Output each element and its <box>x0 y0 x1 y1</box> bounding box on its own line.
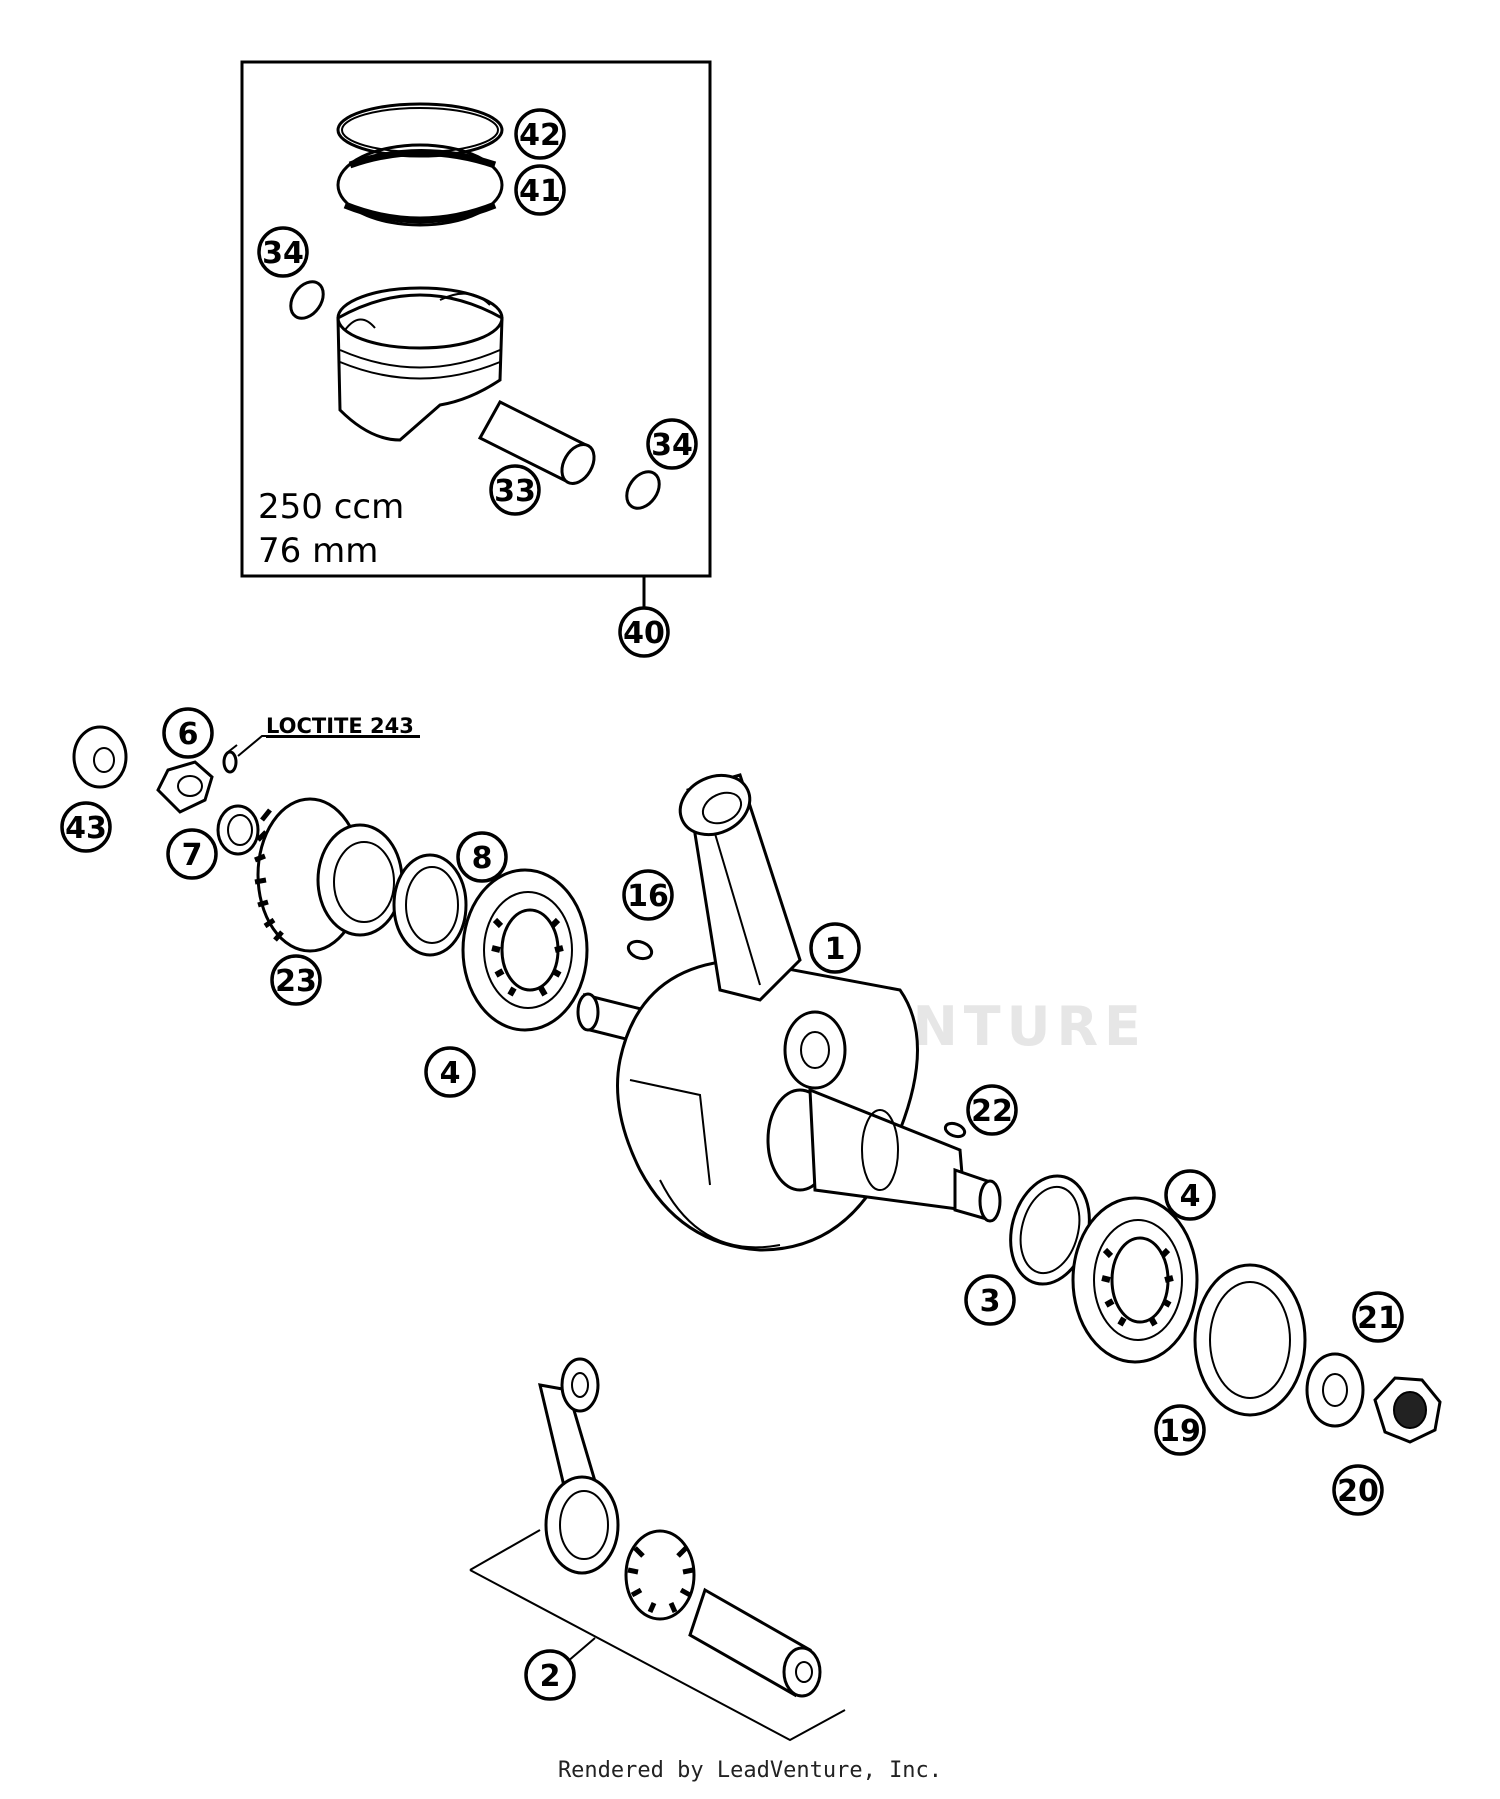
callout-label: 34 <box>651 428 693 463</box>
leader-lines <box>227 744 238 753</box>
piston <box>336 286 504 442</box>
callout-label: 21 <box>1357 1301 1399 1336</box>
key-16 <box>626 939 654 961</box>
callout-label: 7 <box>182 838 203 873</box>
key-22 <box>943 1121 967 1139</box>
callout-c3: 3 <box>964 1274 1016 1326</box>
callout-label: 6 <box>178 717 199 752</box>
piston-ring-second <box>336 143 504 227</box>
callout-label: 41 <box>519 174 561 209</box>
callout-c2: 2 <box>524 1649 576 1701</box>
callout-c33: 33 <box>489 464 541 516</box>
callout-label: 33 <box>494 474 536 509</box>
seal-8 <box>392 853 468 957</box>
callout-label: 42 <box>519 118 561 153</box>
callout-label: 40 <box>623 616 665 651</box>
callout-c6: 6 <box>162 707 214 759</box>
circlip-right <box>625 470 661 510</box>
callout-label: 3 <box>980 1284 1001 1319</box>
circlip-left <box>289 280 325 320</box>
callout-label: 23 <box>275 964 317 999</box>
box-displacement: 250 ccm <box>258 487 404 527</box>
gear-23 <box>254 797 404 953</box>
callout-c34a: 34 <box>257 226 309 278</box>
callout-label: 20 <box>1337 1474 1379 1509</box>
callout-c40: 40 <box>618 606 670 658</box>
callout-c20: 20 <box>1332 1464 1384 1516</box>
callout-label: 34 <box>262 236 304 271</box>
piston-ring-top <box>336 102 504 158</box>
piston-kit-box: 250 ccm 76 mm <box>240 60 712 608</box>
callout-c19: 19 <box>1154 1404 1206 1456</box>
nut-20 <box>1373 1376 1442 1444</box>
seal-19 <box>1193 1263 1307 1417</box>
washer-43 <box>72 725 128 789</box>
callout-label: 22 <box>971 1094 1013 1129</box>
callout-c8: 8 <box>456 831 508 883</box>
callout-label: 19 <box>1159 1414 1201 1449</box>
callout-c4a: 4 <box>424 1046 476 1098</box>
callout-label: 4 <box>1180 1179 1201 1214</box>
callout-c7: 7 <box>166 828 218 880</box>
callout-c4b: 4 <box>1164 1169 1216 1221</box>
callout-label: 8 <box>472 841 493 876</box>
callout-c41: 41 <box>514 164 566 216</box>
callout-label: 1 <box>825 932 846 967</box>
piston-pin <box>477 400 596 485</box>
washer-21 <box>1305 1352 1365 1428</box>
bearing-4-left <box>461 868 589 1032</box>
callout-c16: 16 <box>622 869 674 921</box>
callout-label: 4 <box>440 1056 461 1091</box>
lock-washer-7 <box>216 804 260 856</box>
callout-c21: 21 <box>1352 1291 1404 1343</box>
callout-label: 2 <box>540 1659 561 1694</box>
callout-label: 16 <box>627 879 669 914</box>
bearing-4-right <box>1071 1196 1199 1364</box>
callout-c34b: 34 <box>646 418 698 470</box>
callout-c1: 1 <box>809 922 861 974</box>
loctite-note: LOCTITE 243 <box>266 714 414 738</box>
callout-c42: 42 <box>514 108 566 160</box>
footer-credit: Rendered by LeadVenture, Inc. <box>557 1758 943 1783</box>
callout-c22: 22 <box>966 1084 1018 1136</box>
callout-label: 43 <box>65 811 107 846</box>
callout-c23: 23 <box>270 954 322 1006</box>
key-loctite <box>222 735 420 774</box>
callout-c43: 43 <box>60 801 112 853</box>
connecting-rod-set <box>469 1357 846 1742</box>
box-bore: 76 mm <box>258 531 378 571</box>
shim-3 <box>1009 1174 1091 1286</box>
nut-6 <box>156 760 214 814</box>
crankshaft-assembly <box>576 773 1002 1252</box>
